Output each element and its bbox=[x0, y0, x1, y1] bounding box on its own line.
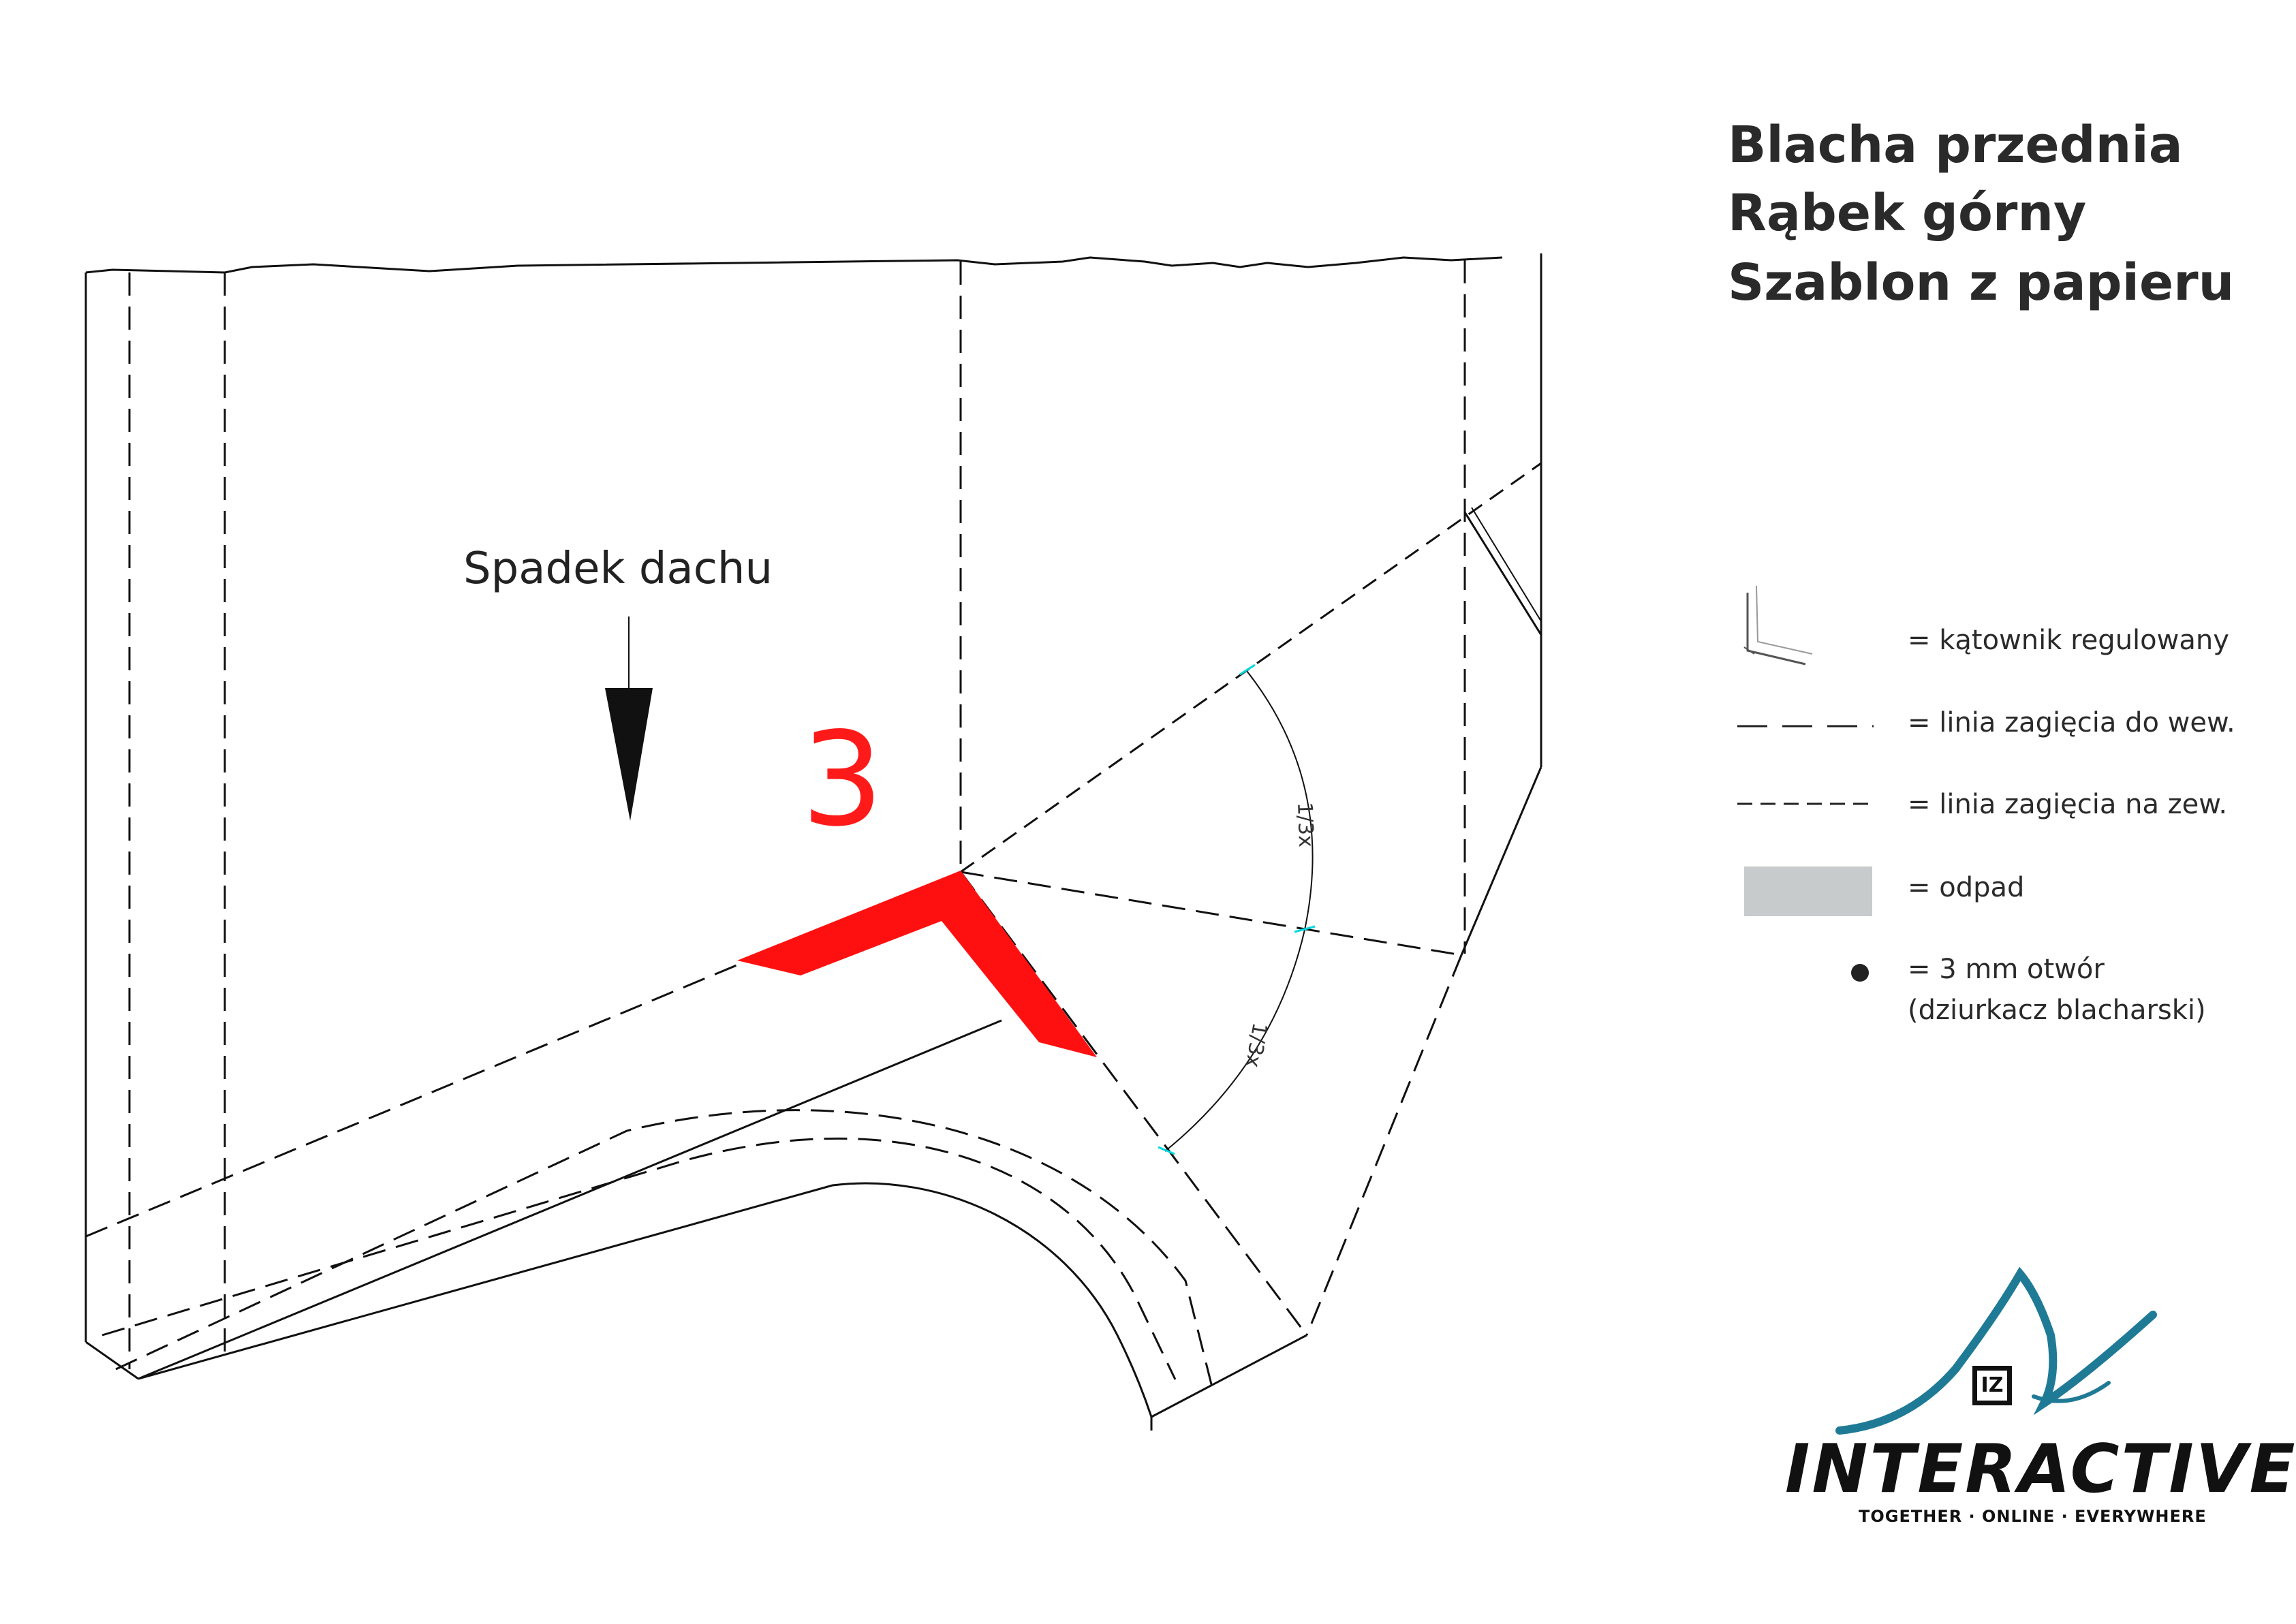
legend-label-adjustable-square: = kątownik regulowany bbox=[1908, 625, 2229, 656]
logo-tagline: TOGETHER · ONLINE · EVERYWHERE bbox=[1859, 1507, 2207, 1526]
cut-mark-3 bbox=[1158, 1146, 1175, 1155]
measurement-arc bbox=[1164, 670, 1314, 1152]
dimension-label-lower: 1/3x bbox=[1241, 1021, 1272, 1069]
arch-outer-edge bbox=[138, 1182, 1153, 1418]
arch-outline bbox=[531, 1012, 1151, 1417]
logo-mountain-icon bbox=[1835, 1266, 2157, 1435]
adjustable-square-icon bbox=[1743, 585, 1813, 666]
roof-slope-label: Spadek dachu bbox=[463, 544, 773, 594]
legend-label-waste: = odpad bbox=[1908, 872, 2025, 903]
arch-fold-line-2 bbox=[115, 1109, 1214, 1390]
flap-line-1 bbox=[1463, 512, 1542, 636]
legend-label-hole: = 3 mm otwór bbox=[1908, 954, 2105, 985]
legend-label-inner-fold: = linia zagięcia do wew. bbox=[1908, 707, 2235, 738]
template-bottom-right-edge bbox=[1151, 1334, 1307, 1418]
legend-label-outer-fold: = linia zagięcia na zew. bbox=[1908, 789, 2228, 820]
step-corner-marker bbox=[737, 871, 1097, 1057]
logo-mountain-accent bbox=[2032, 1381, 2111, 1403]
fold-line-diag-right bbox=[960, 462, 1542, 873]
page-title-line-3: Szablon z papieru bbox=[1728, 253, 2235, 312]
dot-icon bbox=[1851, 964, 1869, 982]
fold-line-lower-diag bbox=[959, 871, 1308, 1336]
template-top-torn-edge bbox=[85, 256, 1503, 274]
logo-mark: IZ bbox=[1972, 1366, 2012, 1405]
roof-slope-arrow-head bbox=[605, 688, 653, 821]
template-bottom-left-edge bbox=[85, 1341, 139, 1380]
page-title-line-2: Rąbek górny bbox=[1728, 184, 2087, 243]
arch-fold-line-1 bbox=[102, 1137, 1177, 1380]
fold-line-horizontal bbox=[960, 871, 1462, 956]
legend-label-hole-tool: (dziurkacz blacharski) bbox=[1908, 995, 2206, 1026]
cut-mark-1 bbox=[1239, 663, 1256, 676]
template-bottom-edge bbox=[138, 1019, 1002, 1380]
flap-line-2 bbox=[1471, 507, 1542, 622]
grey-waste-swatch-icon bbox=[1744, 866, 1872, 916]
template-right-lower-fold bbox=[1305, 954, 1463, 1336]
page-title-line-1: Blacha przednia bbox=[1728, 116, 2183, 174]
step-number: 3 bbox=[801, 704, 884, 855]
cut-mark-2 bbox=[1294, 925, 1316, 933]
logo-name: INTERACTIVE bbox=[1785, 1431, 2296, 1508]
dimension-label-upper: 1/3x bbox=[1292, 802, 1318, 847]
template-right-flap-edge bbox=[1460, 766, 1542, 956]
